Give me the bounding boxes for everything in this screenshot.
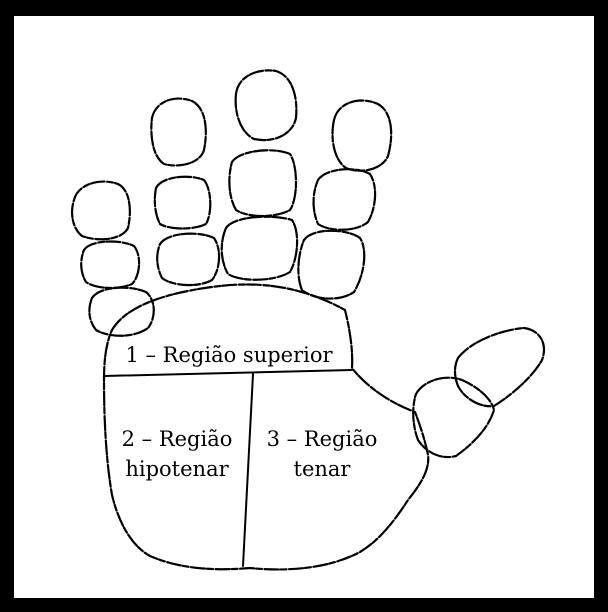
region-hipotenar-label-line1: 2 – Região — [122, 427, 233, 451]
region-tenar-label-line1: 3 – Região — [267, 427, 378, 451]
region-tenar-label-line2: tenar — [294, 457, 352, 481]
image-background — [14, 16, 594, 598]
region-hipotenar-label-line2: hipotenar — [125, 457, 229, 481]
region-superior-label: 1 – Região superior — [125, 343, 333, 367]
